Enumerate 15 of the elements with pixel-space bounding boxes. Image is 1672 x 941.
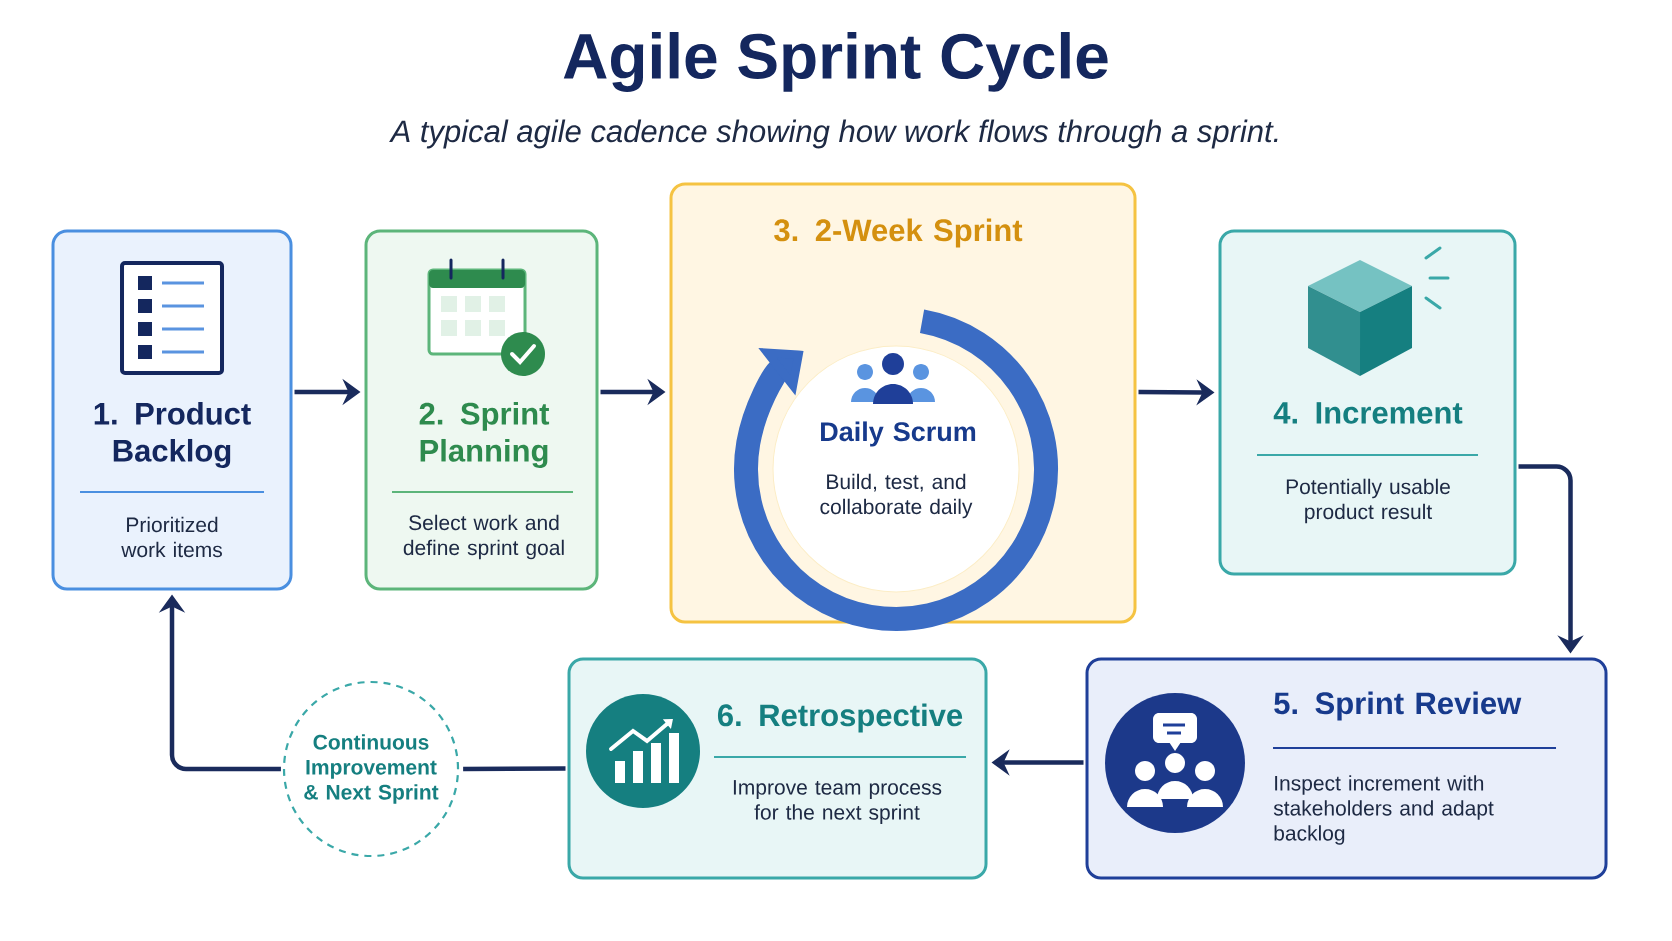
- description: Build, test, and collaborate daily: [820, 473, 973, 519]
- description: Improve team process for the next sprint: [733, 780, 942, 824]
- heading: Daily Scrum: [821, 421, 976, 447]
- description: Inspect increment with stakeholders and adapt backlog: [1273, 775, 1494, 845]
- heading: 3. 2-Week Sprint: [774, 218, 1023, 248]
- heading: 6. Retrospective: [717, 703, 963, 733]
- heading: 1. Product Backlog: [94, 401, 251, 468]
- description: Potentially usable product result: [1286, 478, 1450, 524]
- subtitle: A typical agile cadence showing how work flows through a sprint.: [389, 119, 1278, 149]
- description: Select work and define sprint goal: [403, 514, 564, 560]
- title: Agile Sprint Cycle: [563, 32, 1108, 92]
- heading: 2. Sprint Planning: [419, 401, 550, 468]
- heading: 5. Sprint Review: [1274, 691, 1522, 721]
- heading: 4. Increment: [1273, 402, 1463, 424]
- description: Prioritized work items: [121, 516, 222, 558]
